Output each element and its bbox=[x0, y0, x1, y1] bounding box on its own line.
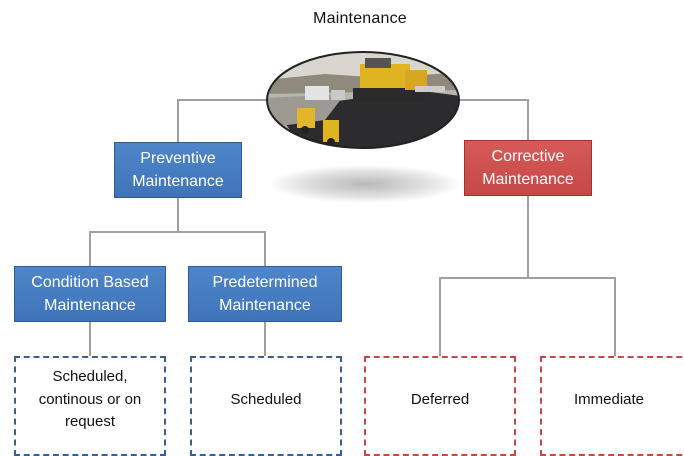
image-shadow bbox=[270, 165, 460, 203]
paving-machine-image bbox=[266, 51, 460, 149]
condition-based-line2: Maintenance bbox=[44, 297, 136, 314]
preventive-line2: Maintenance bbox=[132, 173, 224, 190]
predetermined-maintenance-box: Predetermined Maintenance bbox=[188, 266, 342, 322]
condition-based-line1: Condition Based bbox=[31, 273, 149, 291]
connector-root-corrective bbox=[452, 99, 529, 142]
leaf-scheduled-continuous-line1: Scheduled, bbox=[52, 368, 128, 386]
connector-lines bbox=[89, 99, 616, 356]
diagram-title: Maintenance bbox=[313, 10, 407, 27]
leaf-deferred: Deferred bbox=[364, 356, 516, 456]
leaf-scheduled-continuous-line2: continous or on bbox=[38, 390, 142, 408]
leaf-immediate: Immediate bbox=[540, 356, 684, 456]
leaf-scheduled-continuous-line3: request bbox=[64, 413, 116, 431]
connector-preventive-branch bbox=[89, 231, 266, 266]
leaf-deferred-label: Deferred bbox=[410, 390, 470, 408]
predetermined-line1: Predetermined bbox=[212, 273, 318, 291]
connector-root-preventive bbox=[177, 99, 268, 142]
leaf-scheduled-continuous: Scheduled, continous or on request bbox=[14, 356, 166, 456]
corrective-line1: Corrective bbox=[491, 147, 565, 165]
leaf-immediate-label: Immediate bbox=[573, 390, 645, 408]
preventive-line1: Preventive bbox=[140, 149, 216, 167]
leaf-scheduled-label: Scheduled bbox=[230, 390, 302, 408]
predetermined-line2: Maintenance bbox=[219, 297, 311, 314]
condition-based-maintenance-box: Condition Based Maintenance bbox=[14, 266, 166, 322]
corrective-line2: Maintenance bbox=[482, 171, 574, 188]
preventive-maintenance-box: Preventive Maintenance bbox=[114, 142, 242, 198]
connector-corrective-branch bbox=[439, 277, 616, 356]
leaf-scheduled: Scheduled bbox=[190, 356, 342, 456]
corrective-maintenance-box: Corrective Maintenance bbox=[464, 140, 592, 196]
